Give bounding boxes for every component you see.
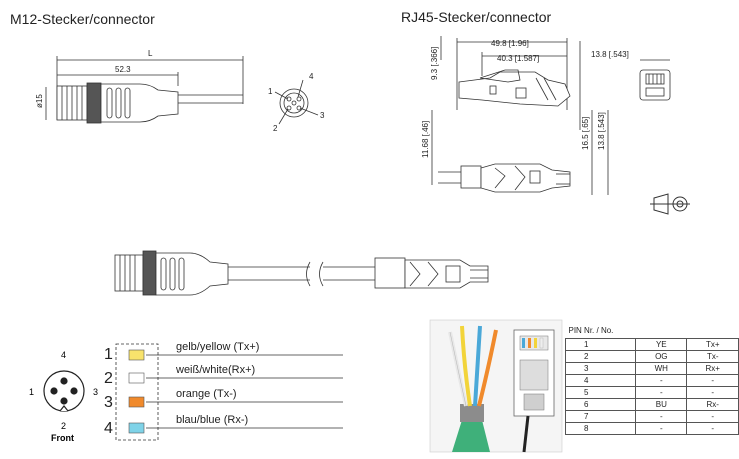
table-row: 4-- (564, 374, 739, 387)
m12-face-pin-4: 4 (309, 72, 314, 81)
rj45-wiring-photo (429, 319, 563, 453)
pin-table-header: PIN Nr. / No. (565, 322, 739, 339)
wire-pin-1: 1 (104, 346, 113, 363)
wire-label-orange: orange (Tx-) (176, 388, 237, 400)
rj45-top-view (438, 163, 571, 193)
m12-face-view (274, 79, 319, 125)
projection-symbol-icon (650, 193, 690, 215)
rj45-dim-top: 9.3 [.366] (430, 47, 439, 80)
m12-face-pin-2: 2 (273, 124, 278, 133)
wiring-lines (115, 343, 343, 441)
front-pin-4: 4 (61, 350, 66, 360)
rj45-dim-h1: 11.68 [.46] (421, 121, 430, 158)
m12-dim-l: L (148, 49, 153, 58)
rj45-side-view (431, 36, 609, 195)
rj45-dim-h2: 16.5 [.65] (581, 117, 590, 150)
wire-pin-3: 3 (104, 394, 113, 411)
wire-pin-2: 2 (104, 370, 113, 387)
m12-dim-52: 52.3 (115, 65, 131, 74)
m12-face-pin-1: 1 (268, 87, 273, 96)
swatch-orange (128, 396, 145, 408)
rj45-dim-d2: 40.3 [1.587] (497, 54, 539, 63)
wire-label-yellow: gelb/yellow (Tx+) (176, 341, 260, 353)
rj45-dim-side: 13.8 [.543] (591, 50, 629, 59)
m12-dim-dia: ø15 (35, 94, 44, 108)
m12-title: M12-Stecker/connector (10, 11, 155, 27)
front-pin-1: 1 (29, 387, 34, 397)
swatch-white (128, 372, 145, 384)
rj45-dim-d1: 49.8 [1.96] (491, 39, 529, 48)
m12-side-view (45, 56, 244, 124)
wire-label-blue: blau/blue (Rx-) (176, 414, 249, 426)
cable-assembly (114, 250, 489, 296)
m12-front-pinout (43, 370, 85, 412)
rj45-end-view (639, 59, 671, 101)
front-label: Front (51, 433, 74, 443)
rj45-title: RJ45-Stecker/connector (401, 9, 552, 25)
front-pin-3: 3 (93, 387, 98, 397)
table-row: 5-- (564, 386, 739, 399)
front-pin-2: 2 (61, 421, 66, 431)
table-row: 7-- (564, 410, 739, 423)
wire-pin-4: 4 (104, 420, 113, 437)
table-row: 8-- (564, 422, 739, 435)
swatch-blue (128, 422, 145, 434)
rj45-dim-h3: 13.8 [.543] (597, 112, 606, 150)
swatch-yellow (128, 349, 145, 361)
wire-label-white: weiß/white(Rx+) (176, 364, 256, 376)
m12-face-pin-3: 3 (320, 111, 325, 120)
